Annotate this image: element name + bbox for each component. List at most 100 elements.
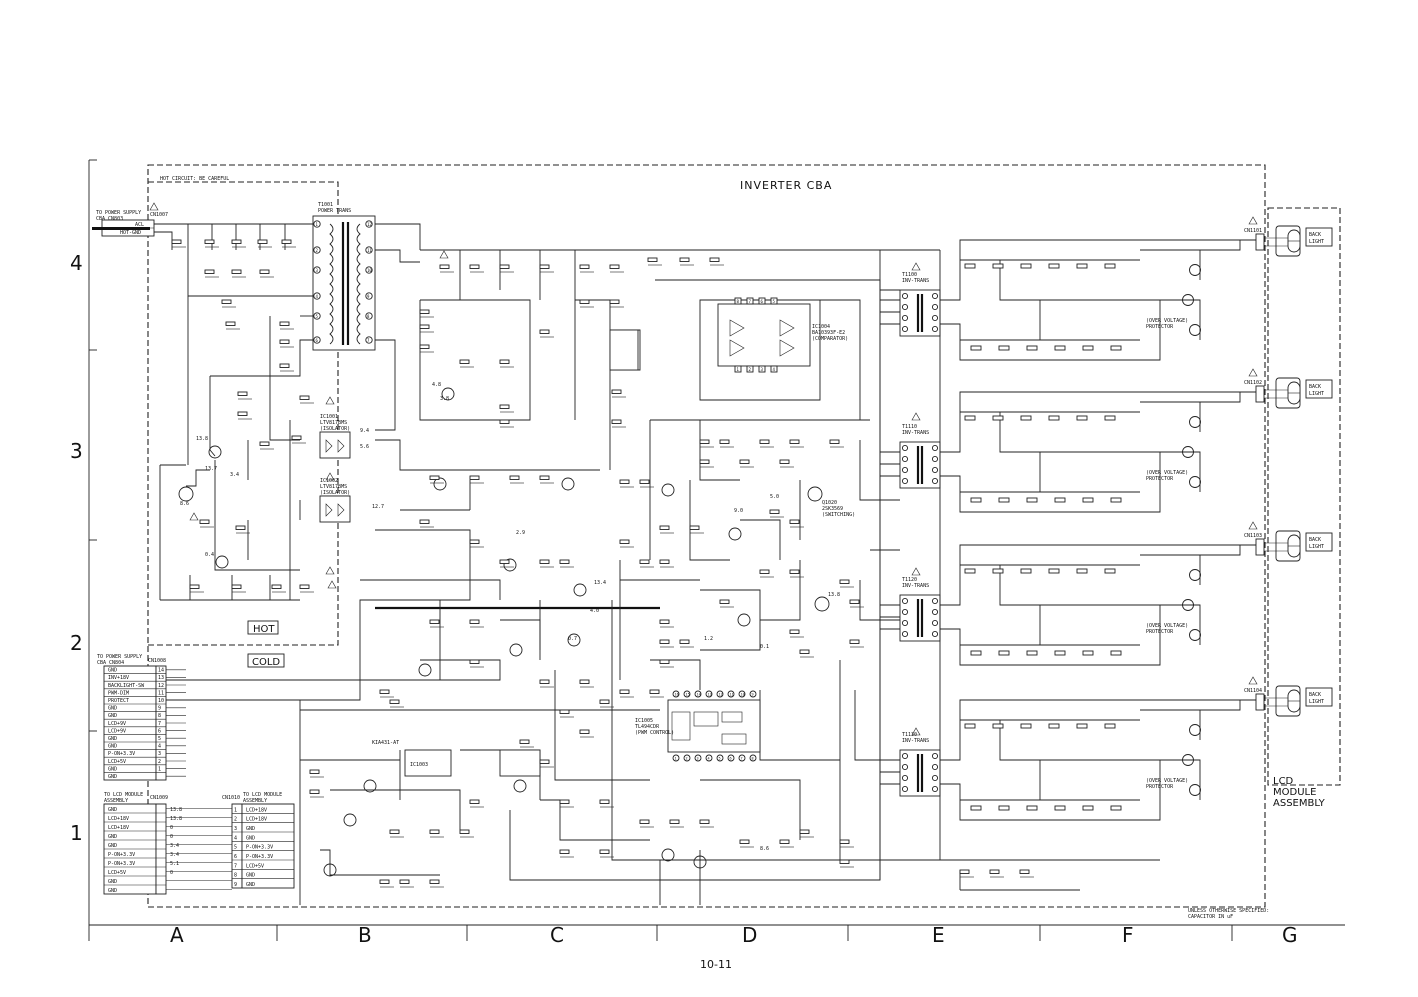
feed-wire <box>880 451 900 477</box>
pin-number: 9 <box>234 882 237 888</box>
transformer-pin <box>931 325 939 333</box>
resistor <box>399 879 410 884</box>
row-labels: 4 3 2 1 <box>70 251 83 845</box>
resistor <box>539 559 550 564</box>
ic-pin <box>705 754 713 762</box>
secondary-wire <box>940 760 1161 821</box>
resistor <box>299 584 310 589</box>
transformer-pin <box>901 303 909 311</box>
ic-pin <box>727 690 735 698</box>
connector-pin: LCD+18V <box>108 816 129 822</box>
component-stamp <box>609 264 624 273</box>
pin-number: 7 <box>234 863 237 869</box>
connector-pin: LCD+9V <box>108 728 126 734</box>
lamp-label-box <box>1305 687 1333 707</box>
ic-pin <box>758 297 766 305</box>
resistor <box>998 345 1010 351</box>
component-stamp <box>739 459 754 468</box>
resistor <box>499 404 510 409</box>
pin-number: 1 <box>737 367 740 372</box>
pin-number: 12 <box>158 683 164 689</box>
connector-pin: LCD+5V <box>108 870 126 876</box>
connector-title: TO LCD MODULE <box>243 792 282 798</box>
pin-number: 3 <box>316 268 319 273</box>
warning-icon <box>1248 521 1258 530</box>
secondary-wire <box>940 391 1240 453</box>
component-name: POWER TRANS <box>318 208 351 214</box>
component-stamp <box>799 829 814 838</box>
secondary-wire <box>940 239 1240 301</box>
resistor <box>579 729 590 734</box>
component-stamp <box>499 359 514 368</box>
pin-number: 2 <box>316 248 319 253</box>
resistor <box>189 584 200 589</box>
component-stamp <box>959 869 974 878</box>
resistor <box>291 435 302 440</box>
component-ref: IC1003 <box>410 762 428 768</box>
resistor <box>259 269 270 274</box>
transformer-pin <box>901 314 909 322</box>
lamp-label: LIGHT <box>1309 239 1324 245</box>
resistor <box>225 321 236 326</box>
resistor <box>611 419 622 424</box>
component-stamp <box>719 599 734 608</box>
hot-label: HOT <box>253 624 275 635</box>
connector-pin: PROTECT <box>108 698 129 704</box>
component-stamp <box>559 559 574 568</box>
component-stamp <box>469 619 484 628</box>
resistor <box>1054 805 1066 811</box>
ic-pin <box>705 690 713 698</box>
transistor <box>1182 754 1194 766</box>
component-stamp <box>839 579 854 588</box>
connector-pin: GND <box>108 774 117 780</box>
resistor <box>221 299 232 304</box>
component-stamp <box>379 879 394 888</box>
connector-title: ASSEMBLY <box>104 798 128 804</box>
voltage-reading: 13.7 <box>205 466 217 472</box>
warning-icon <box>911 567 921 576</box>
component-stamp <box>231 584 246 593</box>
warning-icon <box>911 412 921 421</box>
resistor <box>619 479 630 484</box>
component-stamp <box>469 659 484 668</box>
board-title: INVERTER CBA <box>740 179 832 192</box>
resistor <box>1082 650 1094 656</box>
resistor <box>419 309 430 314</box>
warning-icon <box>327 580 337 589</box>
lcd-module-label: LCD MODULE ASSEMBLY <box>1273 776 1326 809</box>
component-stamp <box>389 829 404 838</box>
resistor <box>279 339 290 344</box>
voltage-reading: 9.4 <box>360 428 369 434</box>
resistor <box>779 459 790 464</box>
component-stamps <box>149 202 1034 888</box>
resistor <box>619 539 630 544</box>
resistor <box>839 839 850 844</box>
resistor <box>237 391 248 396</box>
resistor <box>309 789 320 794</box>
secondary-wire <box>960 259 1140 301</box>
pin-number: 8 <box>367 314 370 319</box>
component-stamp <box>469 539 484 548</box>
pin-number: 4 <box>773 367 776 372</box>
component-stamp <box>611 389 626 398</box>
board-outlines: HOT CIRCUIT: BE CAREFUL INVERTER CBA <box>147 164 1341 908</box>
transformer-pin <box>901 630 909 638</box>
component-stamp <box>619 479 634 488</box>
row-label: 2 <box>70 631 83 655</box>
connector-pin: GND <box>108 706 117 712</box>
row-label: 1 <box>70 821 83 845</box>
secondary-wire <box>960 411 1140 453</box>
component-ref: T1130 <box>902 732 917 738</box>
transformer-pin <box>931 303 939 311</box>
voltage-reading: 0.4 <box>205 552 214 558</box>
transformer-pin <box>365 292 373 300</box>
component-stamp <box>849 639 864 648</box>
component-stamp <box>619 689 634 698</box>
connector-pin: GND <box>108 668 117 674</box>
pin-number: 14 <box>158 668 164 674</box>
component-stamp <box>689 525 704 534</box>
feed-wire <box>880 299 900 325</box>
hot-transistors <box>178 387 575 572</box>
